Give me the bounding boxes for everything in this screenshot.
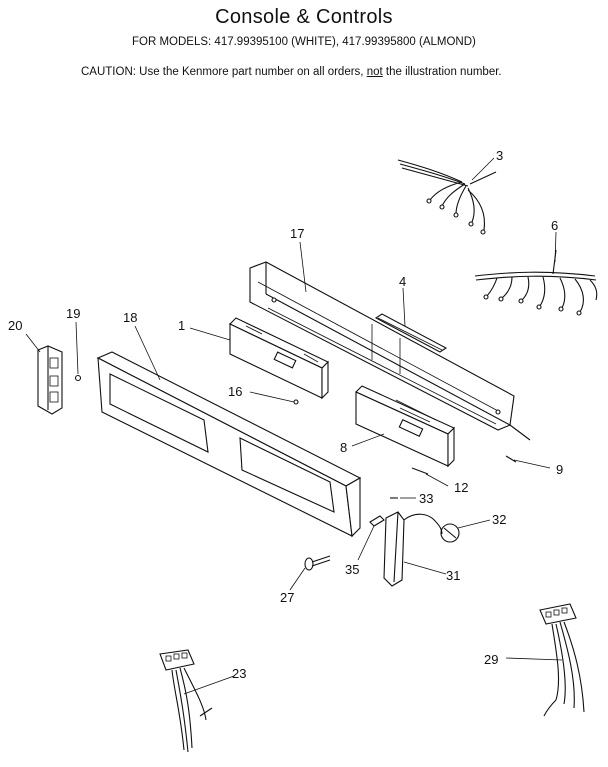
- callout-6: 6: [551, 218, 558, 233]
- part-9-screw: [505, 455, 517, 463]
- part-35-clip: [369, 515, 385, 527]
- part-20-end-bracket: [37, 345, 63, 415]
- callout-1: 1: [178, 318, 185, 333]
- callout-23: 23: [232, 666, 246, 681]
- callout-33: 33: [419, 491, 433, 506]
- callout-labels: 3 6 17 4 19 18 20 1 16 8 9 12 33 32 35 3…: [8, 148, 563, 681]
- caution-emphasis: not: [366, 66, 383, 78]
- callout-27: 27: [280, 590, 294, 605]
- part-16-screw: [293, 399, 299, 405]
- caution-line: CAUTION: Use the Kenmore part number on …: [81, 66, 502, 78]
- caution-prefix: CAUTION: Use the Kenmore part number on …: [81, 66, 367, 78]
- part-4-strip: [374, 313, 448, 353]
- callout-29: 29: [484, 652, 498, 667]
- callout-16: 16: [228, 384, 242, 399]
- page-title: Console & Controls: [215, 6, 393, 28]
- part-31-switch-housing: [383, 511, 437, 587]
- callout-20: 20: [8, 318, 22, 333]
- models-line: FOR MODELS: 417.99395100 (WHITE), 417.99…: [132, 36, 476, 48]
- part-3-wire-harness: [397, 159, 497, 235]
- part-6-wire-harness: [474, 249, 598, 316]
- callout-18: 18: [123, 310, 137, 325]
- callout-32: 32: [492, 512, 506, 527]
- callout-9: 9: [556, 462, 563, 477]
- callout-4: 4: [399, 274, 406, 289]
- part-18-front-frame: [96, 351, 362, 538]
- callout-31: 31: [446, 568, 460, 583]
- callout-12: 12: [454, 480, 468, 495]
- part-32-switch: [435, 521, 460, 543]
- part-19-screw: [74, 374, 82, 382]
- part-8-control-module: [355, 385, 455, 468]
- callout-17: 17: [290, 226, 304, 241]
- part-1-control-module: [229, 317, 329, 400]
- caution-suffix: the illustration number.: [382, 66, 502, 78]
- part-29-wire-harness: [539, 603, 585, 717]
- callout-35: 35: [345, 562, 359, 577]
- part-27-screw: [304, 555, 331, 571]
- callout-19: 19: [66, 306, 80, 321]
- part-12-screw: [411, 467, 429, 475]
- callout-8: 8: [340, 440, 347, 455]
- part-17-rear-panel: [249, 261, 531, 441]
- callout-3: 3: [496, 148, 503, 163]
- leader-lines: [25, 157, 563, 695]
- part-23-wire-harness: [159, 649, 213, 753]
